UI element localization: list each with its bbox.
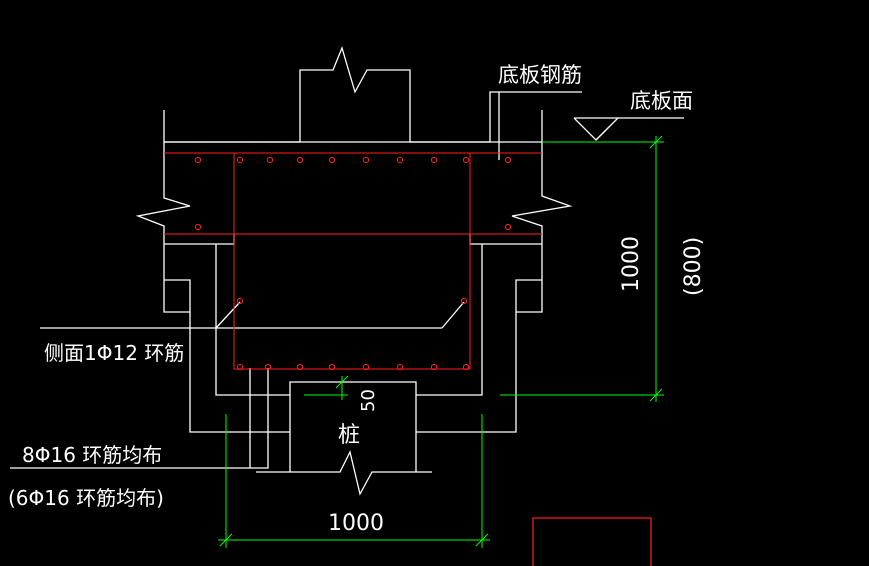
rebar-dot xyxy=(430,156,438,164)
rebar-dot xyxy=(504,156,512,164)
dimension-lines xyxy=(218,135,664,548)
dim-tick-right xyxy=(475,533,489,547)
rebar-dot xyxy=(296,363,304,371)
side-ring-leader-right xyxy=(441,301,465,329)
rebar-dot xyxy=(504,223,512,231)
rebar-dot xyxy=(194,156,202,164)
dimension-depth: 1000 xyxy=(619,236,644,292)
dimension-depth-alt: (800) xyxy=(681,237,706,296)
rebar-dot xyxy=(236,297,244,305)
rebar-dot xyxy=(264,363,272,371)
rebar-dot xyxy=(296,156,304,164)
right-pit-wall xyxy=(416,244,483,396)
dim-tick-top xyxy=(649,135,663,149)
cap-rebar-cage xyxy=(233,152,471,370)
ring-leader xyxy=(10,368,269,469)
pile-label: 桩 xyxy=(338,423,360,448)
right-outer-drop xyxy=(416,312,517,433)
rebar-dot xyxy=(460,297,468,305)
rebar-dot xyxy=(396,156,404,164)
ring-main-label: 8Φ16 环筋均布 xyxy=(22,443,162,467)
rebar-dot xyxy=(266,156,274,164)
slab-surface-label: 底板面 xyxy=(630,89,693,113)
pile-outline xyxy=(289,381,417,472)
dim-embed-tick xyxy=(335,375,349,389)
side-ring-label: 侧面1Φ12 环筋 xyxy=(44,341,184,365)
rebar-dot xyxy=(462,156,470,164)
right-wall-break xyxy=(511,110,573,244)
rebar-dot xyxy=(194,223,202,231)
level-triangle xyxy=(573,117,619,141)
rebar-dot xyxy=(430,363,438,371)
slab-bottom-left xyxy=(164,234,235,245)
red-frame-fragment xyxy=(532,517,652,566)
rebar-dot xyxy=(396,363,404,371)
rebar-dot xyxy=(362,156,370,164)
dimension-width: 1000 xyxy=(328,511,384,536)
level-leader xyxy=(595,125,611,141)
left-outer-drop xyxy=(189,312,290,433)
left-pit-wall xyxy=(215,244,290,396)
rebar-dots xyxy=(194,156,512,371)
dim-tick-left xyxy=(219,533,233,547)
right-outer xyxy=(515,244,543,313)
pile-break xyxy=(256,450,432,496)
left-wall-break xyxy=(135,142,191,244)
rebar-group xyxy=(164,152,542,370)
slab-rebar-label: 底板钢筋 xyxy=(498,63,582,87)
rebar-dot xyxy=(462,363,470,371)
rebar-dot xyxy=(236,156,244,164)
rebar-dot xyxy=(236,363,244,371)
ring-alt-label: (6Φ16 环筋均布) xyxy=(8,486,164,510)
rebar-dot xyxy=(328,156,336,164)
dimension-embed: 50 xyxy=(358,389,379,412)
rebar-dot xyxy=(328,363,336,371)
rebar-dot xyxy=(362,363,370,371)
side-ring-leader-left xyxy=(215,301,241,329)
slab-bottom-right xyxy=(469,234,542,245)
dim-tick-bottom xyxy=(649,388,663,402)
left-step xyxy=(163,244,191,313)
